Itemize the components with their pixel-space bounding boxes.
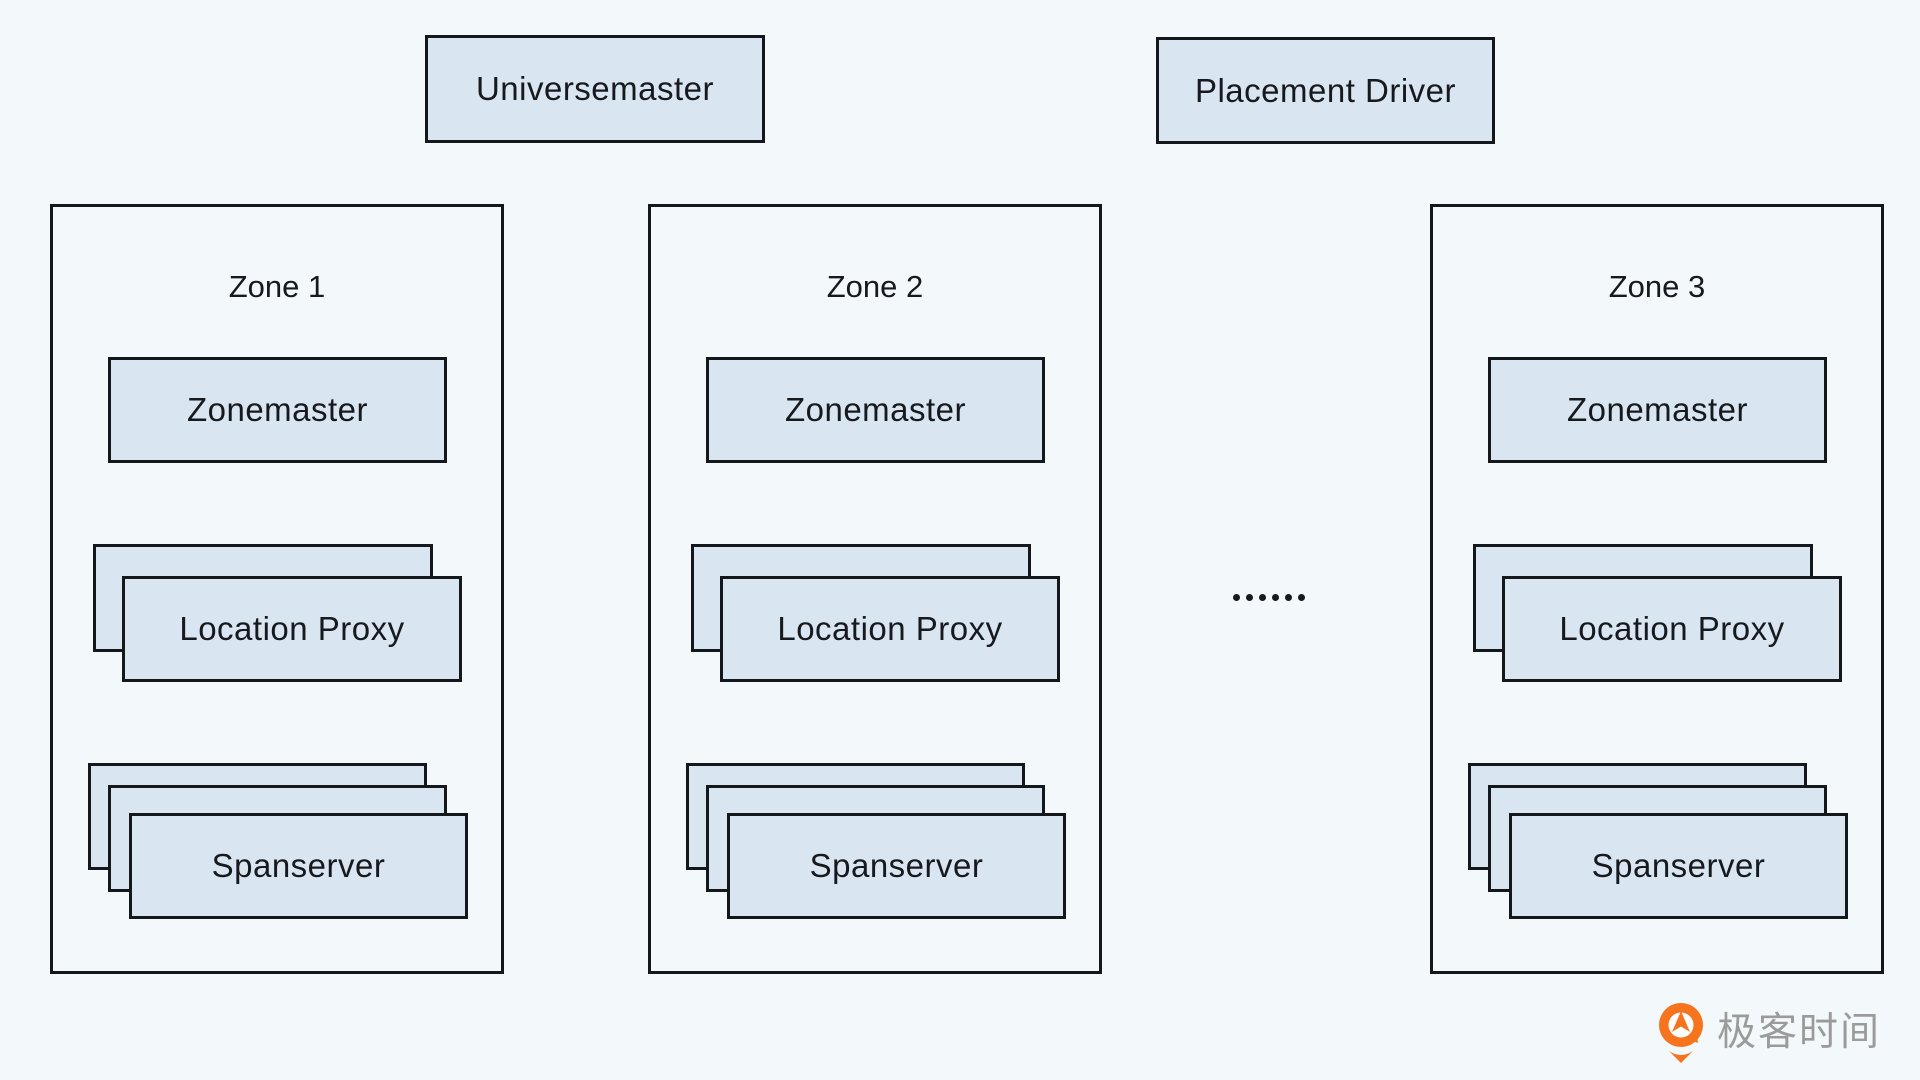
zonemaster-label: Zonemaster	[1566, 391, 1749, 428]
dot-icon	[1259, 594, 1266, 601]
zonemaster-label: Zonemaster	[784, 391, 967, 428]
dot-icon	[1246, 594, 1253, 601]
placement-driver-label: Placement Driver	[1194, 71, 1457, 109]
spanserver-label: Spanserver	[211, 847, 386, 884]
brand-watermark: 极客时间	[1657, 1001, 1881, 1063]
spanserver-label: Spanserver	[1591, 847, 1766, 884]
dot-icon	[1233, 594, 1240, 601]
location-proxy-label: Location Proxy	[179, 610, 405, 647]
zone-2-zonemaster-box: Zonemaster	[706, 357, 1045, 463]
zone-1-container: Zone 1 Zonemaster Location Proxy Spanser…	[50, 204, 504, 974]
zone-3-title: Zone 3	[1608, 269, 1706, 304]
zone-2-title: Zone 2	[826, 269, 924, 304]
zone-2-location-proxy-box: Location Proxy	[720, 576, 1060, 682]
location-proxy-label: Location Proxy	[777, 610, 1003, 647]
zone-2-container: Zone 2 Zonemaster Location Proxy Spanser…	[648, 204, 1102, 974]
dot-icon	[1298, 594, 1305, 601]
zone-1-spanserver-box: Spanserver	[129, 813, 468, 919]
zone-3-spanserver-box: Spanserver	[1509, 813, 1848, 919]
location-proxy-label: Location Proxy	[1559, 610, 1785, 647]
placement-driver-box: Placement Driver	[1156, 37, 1495, 144]
universemaster-box: Universemaster	[425, 35, 765, 143]
zone-3-zonemaster-box: Zonemaster	[1488, 357, 1827, 463]
zone-1-title: Zone 1	[228, 269, 326, 304]
zonemaster-label: Zonemaster	[186, 391, 369, 428]
zone-1-zonemaster-box: Zonemaster	[108, 357, 447, 463]
ellipsis-dots	[1233, 594, 1305, 601]
zone-2-spanserver-box: Spanserver	[727, 813, 1066, 919]
spanserver-label: Spanserver	[809, 847, 984, 884]
dot-icon	[1272, 594, 1279, 601]
geektime-logo-icon	[1659, 1003, 1703, 1063]
universemaster-label: Universemaster	[475, 70, 715, 107]
brand-name: 极客时间	[1717, 1010, 1882, 1054]
zone-1-location-proxy-box: Location Proxy	[122, 576, 462, 682]
zone-3-location-proxy-box: Location Proxy	[1502, 576, 1842, 682]
dot-icon	[1285, 594, 1292, 601]
zone-3-container: Zone 3 Zonemaster Location Proxy Spanser…	[1430, 204, 1884, 974]
